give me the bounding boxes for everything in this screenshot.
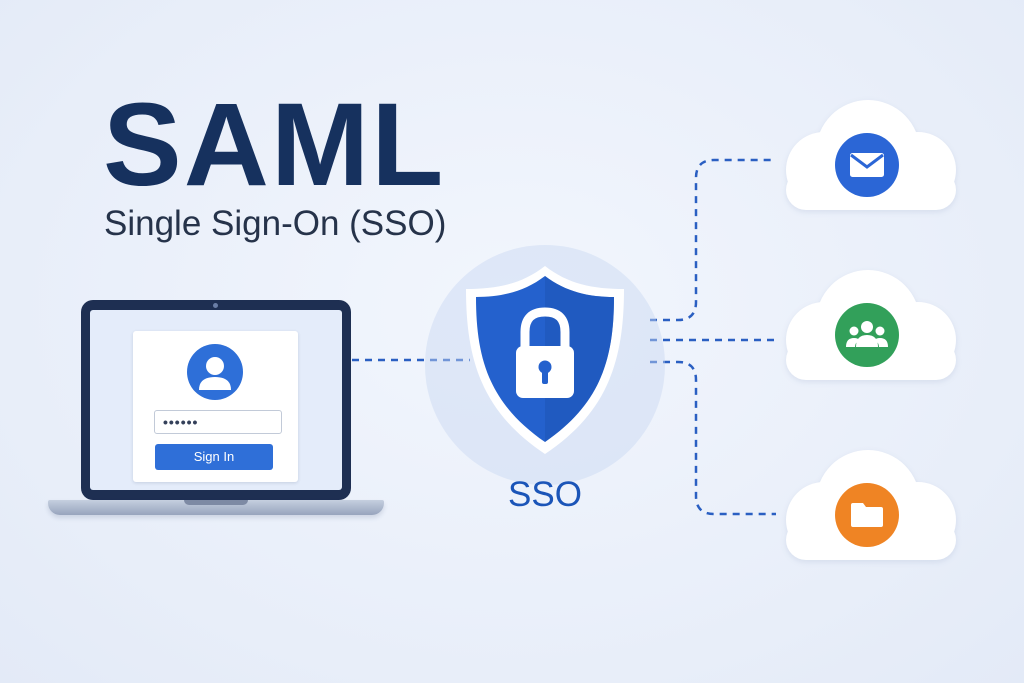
cloud-files-service[interactable]: [768, 444, 964, 570]
laptop: •••••• Sign In: [48, 300, 384, 522]
laptop-screen: •••••• Sign In: [81, 300, 351, 500]
laptop-display: •••••• Sign In: [90, 310, 342, 490]
user-icon: [187, 344, 243, 400]
laptop-base: [48, 500, 384, 515]
password-input[interactable]: ••••••: [154, 410, 282, 434]
laptop-camera: [213, 303, 218, 308]
sso-label: SSO: [508, 475, 582, 514]
mail-icon: [835, 133, 899, 197]
page-subtitle: Single Sign-On (SSO): [104, 204, 447, 243]
cloud-users-service[interactable]: [768, 264, 964, 390]
connector-sso-mail: [650, 158, 776, 322]
group-users-icon: [835, 303, 899, 367]
sign-in-button[interactable]: Sign In: [155, 444, 273, 470]
login-form: •••••• Sign In: [133, 331, 298, 482]
cloud-mail-service[interactable]: [768, 94, 964, 220]
laptop-notch: [184, 500, 248, 505]
folder-icon: [835, 483, 899, 547]
shield-lock-icon: [466, 266, 624, 454]
page-title: SAML: [103, 79, 446, 211]
connector-sso-folder: [650, 360, 776, 516]
